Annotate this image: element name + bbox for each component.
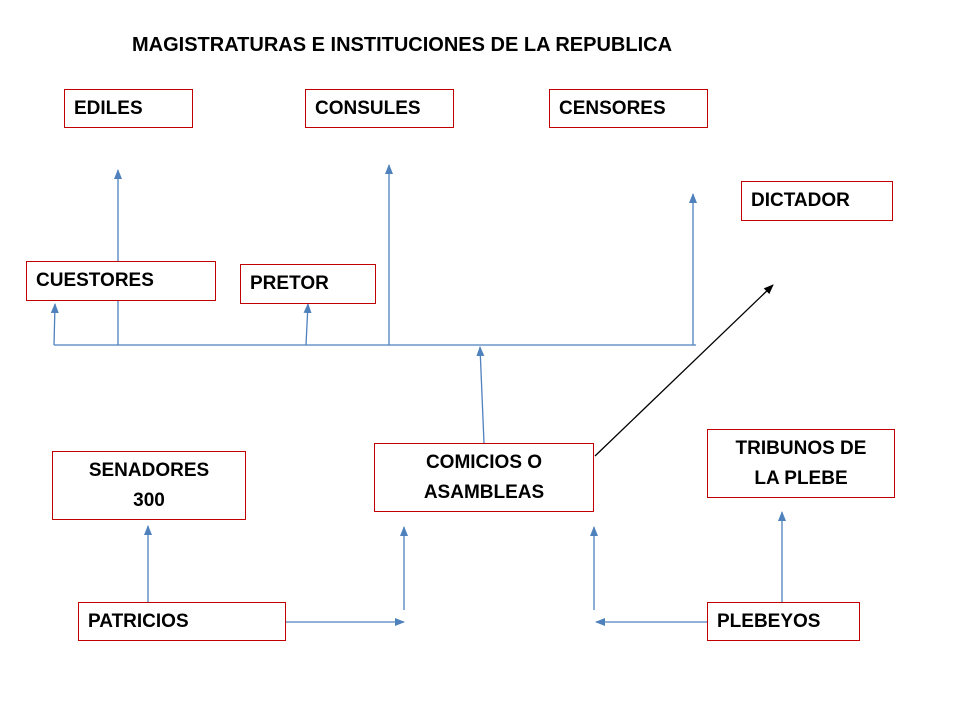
node-dictador-label: DICTADOR [751,190,850,211]
node-tribunos-line2: LA PLEBE [754,467,848,489]
node-pretor: PRETOR [240,264,376,304]
node-senadores: SENADORES 300 [52,451,246,520]
node-patricios: PATRICIOS [78,602,286,641]
node-tribunos-line1: TRIBUNOS DE [735,437,867,459]
node-senadores-line2: 300 [133,489,165,511]
node-plebeyos-label: PLEBEYOS [717,610,821,632]
node-comicios: COMICIOS O ASAMBLEAS [374,443,594,512]
node-comicios-line2: ASAMBLEAS [423,481,545,503]
node-pretor-label: PRETOR [250,273,329,294]
node-cuestores-label: CUESTORES [36,270,154,291]
arrow-comicios-to-line [476,346,485,444]
node-plebeyos: PLEBEYOS [707,602,860,641]
arrow-to-cuestores [50,303,59,346]
node-censores-label: CENSORES [559,97,666,119]
node-ediles-label: EDILES [74,97,143,119]
node-consules-label: CONSULES [315,97,421,119]
node-censores: CENSORES [549,89,708,128]
node-consules: CONSULES [305,89,454,128]
node-senadores-line1: SENADORES [88,459,210,481]
diagram-title: MAGISTRATURAS E INSTITUCIONES DE LA REPU… [132,34,673,56]
node-tribunos: TRIBUNOS DE LA PLEBE [707,429,895,498]
node-ediles: EDILES [64,89,193,128]
node-comicios-line1: COMICIOS O [425,451,543,473]
arrow-to-pretor [303,303,312,346]
node-patricios-label: PATRICIOS [88,610,189,632]
node-dictador: DICTADOR [741,181,893,221]
arrow-comicios-to-dictador [594,284,774,457]
node-cuestores: CUESTORES [26,261,216,301]
